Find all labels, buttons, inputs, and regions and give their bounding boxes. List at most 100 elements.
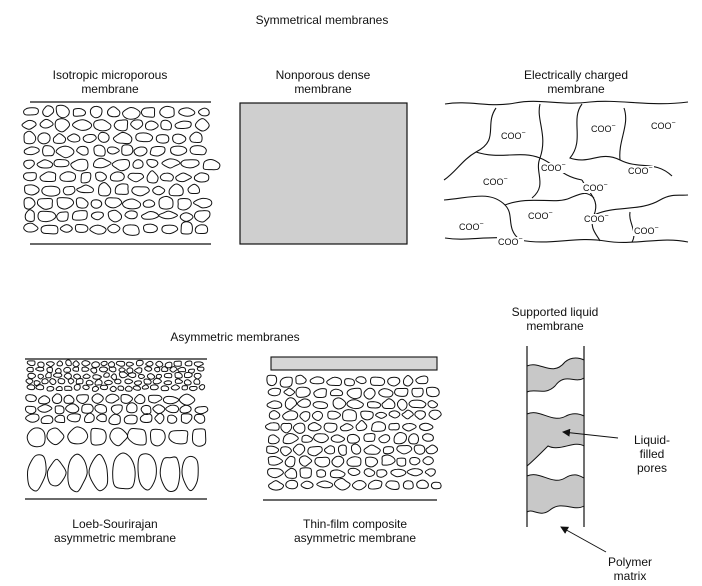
pore [279,376,293,388]
pore [70,158,89,172]
pore [108,366,117,373]
pore [170,145,188,156]
pore [84,412,95,424]
pore [36,159,54,169]
pore [381,454,396,466]
pore [382,446,395,455]
pore [108,413,121,426]
pore [179,404,192,414]
pore [106,146,120,155]
pore [428,409,442,421]
pore [90,211,104,221]
pore [103,372,110,378]
pore [94,403,108,414]
pore [26,384,36,391]
pore [177,366,187,373]
carboxylate-label: COO− [500,130,527,141]
pore [107,209,123,223]
matrix-pointer-arrow [560,526,607,553]
carboxylate-label: COO− [458,221,485,232]
pore [40,415,54,425]
pore [424,468,436,477]
carboxylate-label: COO− [627,165,654,176]
carboxylate-label: COO− [590,123,617,134]
pore [67,377,75,385]
pore [93,144,106,157]
pore [106,106,121,118]
pore [187,368,195,374]
pore [174,120,192,130]
pore [26,366,34,373]
pore [298,455,313,467]
matrix-callout-line-2: matrix [613,569,647,583]
pore [159,172,174,182]
pore [139,413,153,424]
pore [135,132,154,143]
carboxylate-label: COO− [633,225,660,236]
pore [56,360,64,367]
pore [146,170,159,184]
pore [59,224,73,233]
pore [72,107,87,117]
pore [126,427,147,446]
pore [268,410,281,420]
pore [375,411,388,419]
loeb-label-line-2: asymmetric membrane [53,531,177,545]
pore [406,468,424,477]
loeb-membrane-graphic [24,358,209,500]
pore [130,119,144,130]
pore [65,359,72,367]
pore [127,372,137,379]
polymer-chain [569,103,673,177]
pore [104,197,123,209]
pore [311,410,324,422]
pore [415,375,429,385]
pore [71,210,88,221]
pore [183,379,192,386]
pore [301,434,313,443]
pore [163,380,173,386]
pore [282,432,299,445]
pore [23,197,36,210]
pore [63,394,75,404]
pores-callout-line-1: Liquid- [633,433,671,447]
pore [363,444,381,455]
pore [283,387,296,397]
pore [39,171,57,183]
pore [41,185,61,197]
pore [105,393,120,404]
pore [388,410,401,419]
pore [159,105,175,119]
pore [334,477,351,491]
thinfilm-label-line-2: asymmetric membrane [293,531,417,545]
isotropic-pores [21,104,221,236]
pore [143,378,152,385]
pore [54,405,65,415]
pore [26,427,46,448]
pore [114,378,122,385]
pore [307,446,323,457]
charged-bottom-line [444,237,689,243]
pore [416,479,429,489]
pore [25,378,34,385]
pore [52,133,67,144]
pore [300,480,314,490]
pore [38,395,51,405]
pore [344,378,355,387]
pore [21,119,37,130]
pore [194,118,210,132]
pore [35,366,45,372]
pore [49,378,57,386]
pore [178,107,196,117]
pores-pointer-arrow [562,428,619,439]
pore [351,479,367,491]
supported-label-line-1: Supported liquid [511,305,599,319]
pore [193,378,201,385]
thinfilm-membrane-graphic [263,356,442,501]
liquid-filled-pore [526,357,585,393]
pore [184,360,193,367]
pore [154,366,161,373]
pore [390,468,407,478]
supported-liquid-graphic [526,346,619,553]
